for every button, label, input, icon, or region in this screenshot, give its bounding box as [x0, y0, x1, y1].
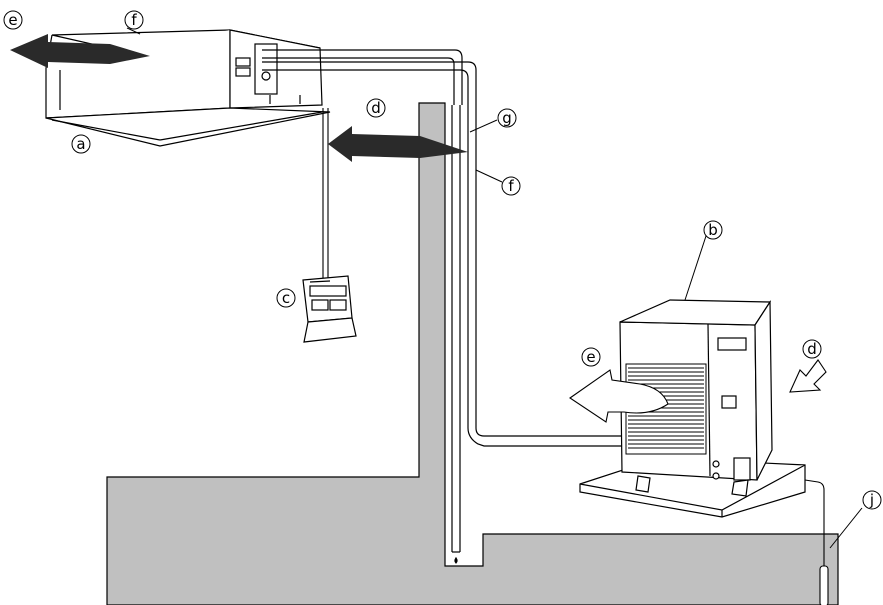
svg-text:g: g	[502, 109, 512, 127]
leader-lines	[126, 27, 863, 549]
label-c: c	[276, 288, 296, 308]
svg-text:f: f	[508, 177, 514, 195]
remote-cable	[322, 108, 329, 278]
label-g: g	[497, 108, 517, 128]
svg-text:e: e	[8, 11, 17, 29]
label-f-pipe: f	[501, 176, 521, 196]
label-d-outdoor: d	[802, 339, 822, 359]
label-j: j	[862, 490, 882, 510]
outdoor-drain-line	[804, 479, 825, 566]
svg-text:d: d	[807, 340, 817, 358]
label-f-indoor: f	[124, 10, 144, 30]
outdoor-exhaust-arrow	[569, 369, 669, 423]
label-d-indoor: d	[366, 98, 386, 118]
label-e-outdoor: e	[581, 347, 601, 367]
remote-controller	[302, 275, 357, 343]
svg-text:a: a	[76, 135, 85, 153]
label-b: b	[703, 220, 723, 240]
svg-text:f: f	[131, 11, 137, 29]
building-wall-and-floor	[106, 102, 839, 605]
svg-text:b: b	[708, 221, 718, 239]
label-e-indoor: e	[3, 10, 23, 30]
svg-text:j: j	[869, 491, 874, 509]
supply-air-arrow	[10, 34, 150, 68]
svg-text:c: c	[282, 289, 290, 307]
label-a: a	[71, 134, 91, 154]
outdoor-intake-arrow	[789, 359, 827, 393]
svg-text:d: d	[371, 99, 381, 117]
drain-pipe	[451, 105, 461, 564]
refrigerant-pipes	[262, 49, 622, 447]
ground-rod	[819, 565, 829, 605]
return-air-arrow	[328, 126, 468, 162]
svg-text:e: e	[586, 348, 595, 366]
